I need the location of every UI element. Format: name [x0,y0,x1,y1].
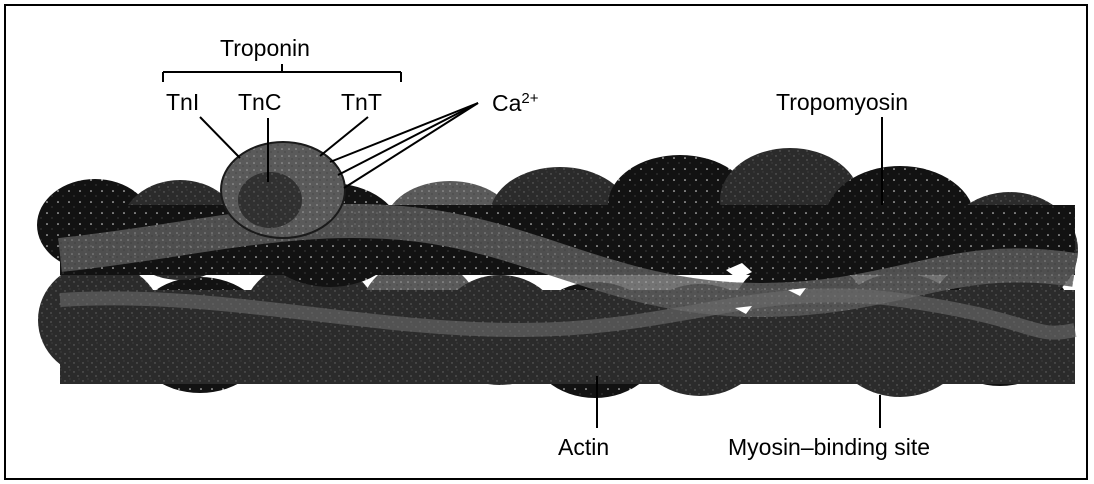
tropomyosin-label: Tropomyosin [776,91,908,114]
myosin-binding-site-label: Myosin–binding site [728,436,930,459]
tni-leader [200,117,240,158]
calcium-charge: 2+ [521,90,538,107]
tnc-label: TnC [238,91,281,114]
tni-label: TnI [166,91,199,114]
troponin-bracket [163,64,401,82]
troponin-label: Troponin [220,37,310,60]
calcium-leader-3 [344,103,478,188]
actin-label: Actin [558,436,609,459]
tnt-label: TnT [341,91,382,114]
calcium-symbol: Ca [492,90,521,116]
calcium-label: Ca2+ [492,91,539,115]
